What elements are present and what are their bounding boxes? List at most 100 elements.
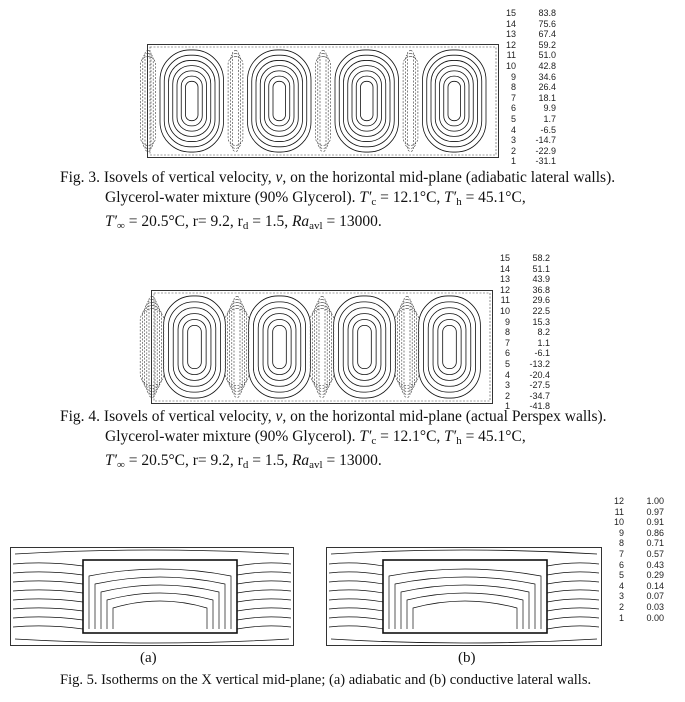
dashed-isovel bbox=[142, 305, 162, 389]
contour-line bbox=[14, 638, 290, 644]
legend-level: 4 bbox=[504, 369, 510, 380]
legend-value: 1.00 bbox=[646, 496, 664, 506]
solid-isovel bbox=[257, 307, 302, 387]
legend-level: 7 bbox=[504, 337, 510, 348]
fig5-panel-label-b: (b) bbox=[458, 650, 476, 666]
dashed-isovel bbox=[139, 308, 165, 386]
solid-isovel bbox=[172, 65, 212, 137]
legend-level: 3 bbox=[504, 380, 510, 391]
legend-value: 42.8 bbox=[538, 60, 556, 71]
legend-value: 0.71 bbox=[646, 538, 664, 549]
contour-line bbox=[546, 562, 600, 567]
dashed-isovel bbox=[404, 53, 416, 149]
legend-row: 4-6.5 bbox=[498, 125, 556, 136]
solid-isovel bbox=[443, 75, 466, 127]
solid-isovel bbox=[352, 319, 377, 375]
inner-block bbox=[82, 559, 238, 634]
legend-value: -6.1 bbox=[534, 348, 550, 359]
legend-value: 59.2 bbox=[538, 39, 556, 50]
legend-level: 9 bbox=[510, 71, 516, 82]
legend-value: 1.1 bbox=[537, 337, 550, 348]
legend-value: 0.07 bbox=[646, 591, 664, 602]
dashed-isovel bbox=[231, 299, 243, 395]
solid-isovel bbox=[168, 60, 216, 142]
solid-isovel bbox=[333, 295, 396, 399]
contour-line bbox=[14, 549, 290, 555]
contour-line bbox=[12, 571, 84, 576]
contour-line bbox=[12, 616, 84, 621]
fig4-plot-frame bbox=[139, 290, 493, 404]
legend-level: 15 bbox=[505, 8, 516, 18]
solid-isovel bbox=[247, 49, 312, 153]
dashed-isovel bbox=[142, 53, 154, 149]
legend-level: 6 bbox=[510, 103, 516, 114]
legend-value: 0.57 bbox=[646, 548, 664, 559]
legend-value: -22.9 bbox=[535, 145, 556, 156]
solid-isovel bbox=[172, 307, 217, 387]
dashed-isovel bbox=[317, 53, 329, 149]
legend-level: 7 bbox=[618, 548, 624, 559]
legend-level: 5 bbox=[510, 113, 516, 124]
legend-value: 29.6 bbox=[532, 295, 550, 306]
legend-row: 5-13.2 bbox=[492, 359, 550, 370]
legend-row: 3-14.7 bbox=[498, 135, 556, 146]
solid-isovel bbox=[185, 80, 199, 122]
dashed-isovel bbox=[153, 292, 491, 402]
legend-value: 0.43 bbox=[646, 559, 664, 570]
fig3-caption: Fig. 3. Isovels of vertical velocity, v,… bbox=[60, 169, 616, 232]
legend-level: 12 bbox=[499, 284, 510, 295]
contour-line bbox=[112, 600, 208, 629]
solid-isovel bbox=[180, 75, 203, 127]
legend-row: 2-34.7 bbox=[492, 391, 550, 402]
contour-line bbox=[100, 584, 220, 629]
dashed-isovel bbox=[316, 299, 328, 395]
contour-line bbox=[236, 562, 292, 567]
legend-level: 1 bbox=[510, 156, 516, 167]
legend-value: 0.97 bbox=[646, 506, 664, 517]
dashed-isovel bbox=[149, 46, 497, 156]
solid-isovel bbox=[268, 75, 291, 127]
legend-level: 4 bbox=[510, 124, 516, 135]
legend-level: 10 bbox=[499, 305, 510, 316]
solid-isovel bbox=[360, 80, 374, 122]
dashed-isovel bbox=[140, 56, 156, 146]
legend-value: 83.8 bbox=[538, 8, 556, 18]
legend-value: 67.4 bbox=[538, 29, 556, 40]
legend-value: 18.1 bbox=[538, 92, 556, 103]
solid-isovel bbox=[432, 313, 467, 381]
legend-row: 6-6.1 bbox=[492, 348, 550, 359]
fig4-caption: Fig. 4. Isovels of vertical velocity, v,… bbox=[60, 408, 607, 471]
legend-value: 0.00 bbox=[646, 612, 664, 623]
solid-isovel bbox=[168, 301, 221, 393]
dashed-isovel bbox=[312, 305, 332, 389]
contour-line bbox=[546, 571, 600, 576]
contour-line bbox=[546, 580, 600, 585]
contour-line bbox=[328, 607, 384, 612]
legend-value: 15.3 bbox=[532, 316, 550, 327]
solid-isovel bbox=[442, 324, 457, 370]
legend-row: 3-27.5 bbox=[492, 380, 550, 391]
solid-isovel bbox=[427, 307, 472, 387]
dashed-isovel bbox=[144, 302, 160, 392]
fig3-plot-frame bbox=[140, 44, 499, 158]
legend-value: 75.6 bbox=[538, 18, 556, 29]
legend-value: -41.8 bbox=[529, 401, 550, 412]
solid-isovel bbox=[430, 60, 478, 142]
